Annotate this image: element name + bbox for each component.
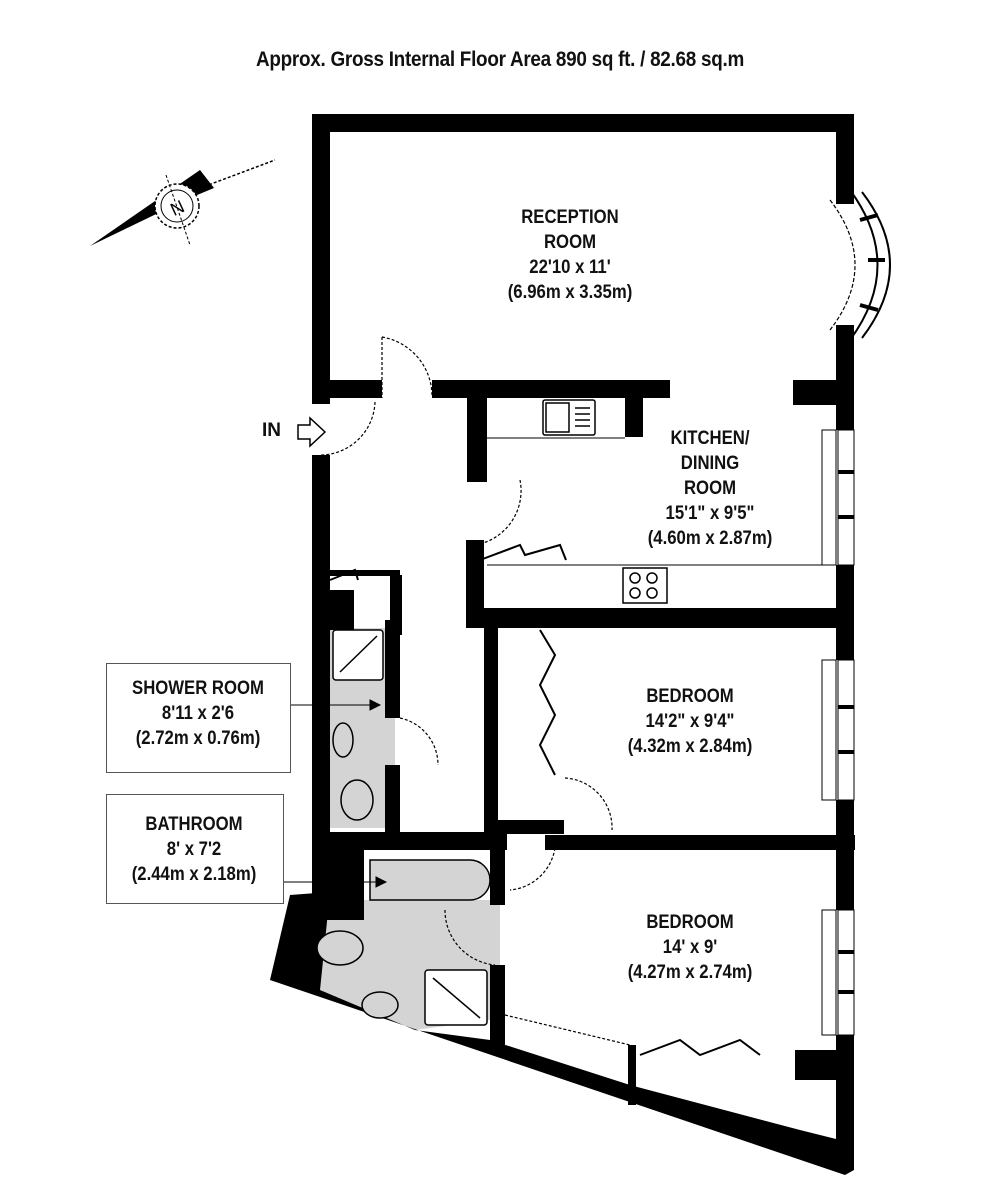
bathroom-callout [106,794,284,904]
shower-tray-icon [332,629,488,1026]
room-name: BATHROOM [145,814,243,835]
doors [319,336,631,1046]
shower-room-label: SHOWER ROOM 8'11 x 2'6 (2.72m x 0.76m) [110,676,286,751]
bedroom-1-label: BEDROOM 14'2" x 9'4" (4.32m x 2.84m) [602,684,778,759]
room-name: SHOWER ROOM [132,678,264,699]
room-dimensions-metric: (4.32m x 2.84m) [627,736,753,757]
north-compass-icon: N [90,159,276,246]
walls [270,114,855,1175]
room-name: RECEPTION [521,207,619,228]
basin-icon [361,991,399,1019]
room-dimensions-imperial: 14' x 9' [662,937,718,958]
windows [821,429,855,1036]
room-dimensions-metric: (2.72m x 0.76m) [135,728,261,749]
room-name: BEDROOM [646,686,734,707]
room-dimensions-imperial: 14'2" x 9'4" [645,711,735,732]
room-name: BEDROOM [646,912,734,933]
room-dimensions-metric: (2.44m x 2.18m) [131,864,257,885]
floor-area-title: Approx. Gross Internal Floor Area 890 sq… [255,48,745,71]
basin-icon [332,722,354,758]
room-dimensions-imperial: 22'10 x 11' [529,257,611,278]
hob-icon [622,567,668,604]
room-dimensions-imperial: 8'11 x 2'6 [161,703,235,724]
room-name: ROOM [543,232,597,253]
room-dimensions-metric: (4.27m x 2.74m) [627,962,753,983]
room-name: KITCHEN/ [670,428,750,449]
shower-room-callout [106,663,291,773]
entrance-label: IN [262,420,281,441]
room-name: DINING [680,453,740,474]
room-dimensions-metric: (6.96m x 3.35m) [507,282,633,303]
kitchen-dining-label: KITCHEN/ DINING ROOM 15'1" x 9'5" (4.60m… [622,426,798,551]
toilet-icon [340,779,374,821]
reception-room-label: RECEPTION ROOM 22'10 x 11' (6.96m x 3.35… [482,205,658,305]
room-dimensions-imperial: 15'1" x 9'5" [665,503,755,524]
sink-icon [542,399,596,436]
bedroom-2-label: BEDROOM 14' x 9' (4.27m x 2.74m) [602,910,778,985]
room-dimensions-imperial: 8' x 7'2 [166,839,222,860]
bathroom-label: BATHROOM 8' x 7'2 (2.44m x 2.18m) [106,812,282,887]
room-dimensions-metric: (4.60m x 2.87m) [647,528,773,549]
bay-window [829,189,891,341]
toilet-icon [316,930,364,966]
room-name: ROOM [683,478,737,499]
bath-icon [369,859,491,901]
entrance-arrow-icon [297,416,327,448]
